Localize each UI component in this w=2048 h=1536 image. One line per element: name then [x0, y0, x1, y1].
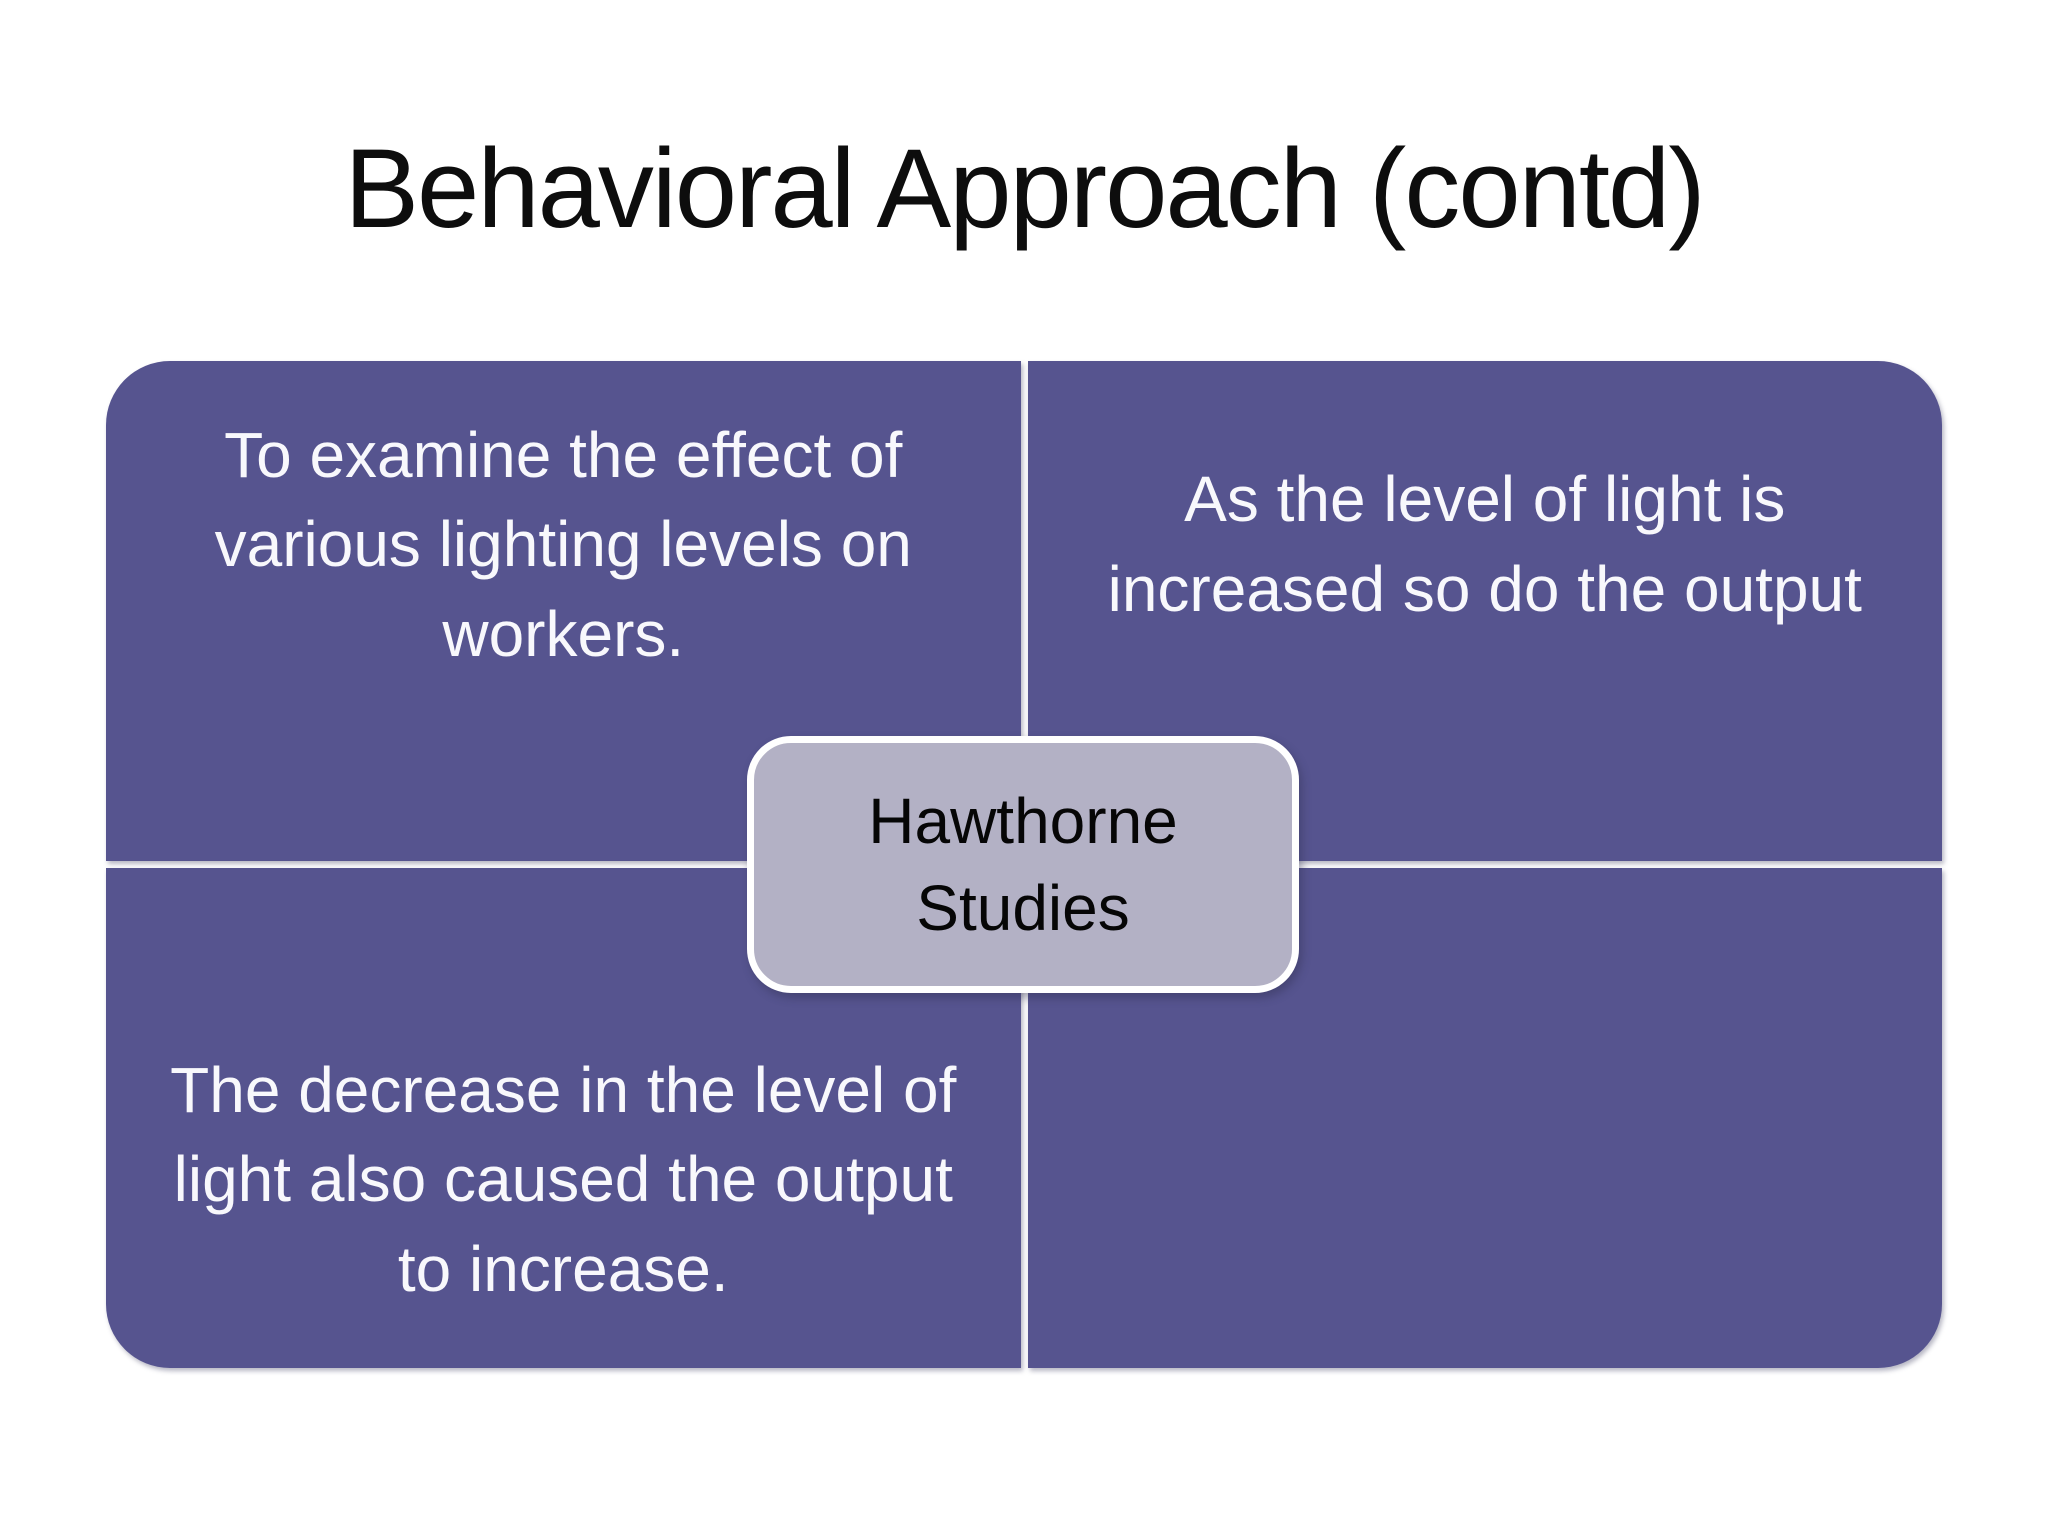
quadrant-bottom-left-text: The decrease in the level of light also … [170, 1053, 957, 1305]
center-node: Hawthorne Studies [747, 736, 1299, 993]
quadrant-diagram: To examine the effect of various lightin… [106, 361, 1942, 1368]
quadrant-top-left-text: To examine the effect of various lightin… [214, 418, 912, 670]
quadrant-top-left: To examine the effect of various lightin… [106, 361, 1021, 861]
center-node-label: Hawthorne Studies [868, 785, 1178, 944]
quadrant-top-right-text: As the level of light is increased so do… [1107, 463, 1862, 625]
slide-title: Behavioral Approach (contd) [344, 126, 1705, 251]
